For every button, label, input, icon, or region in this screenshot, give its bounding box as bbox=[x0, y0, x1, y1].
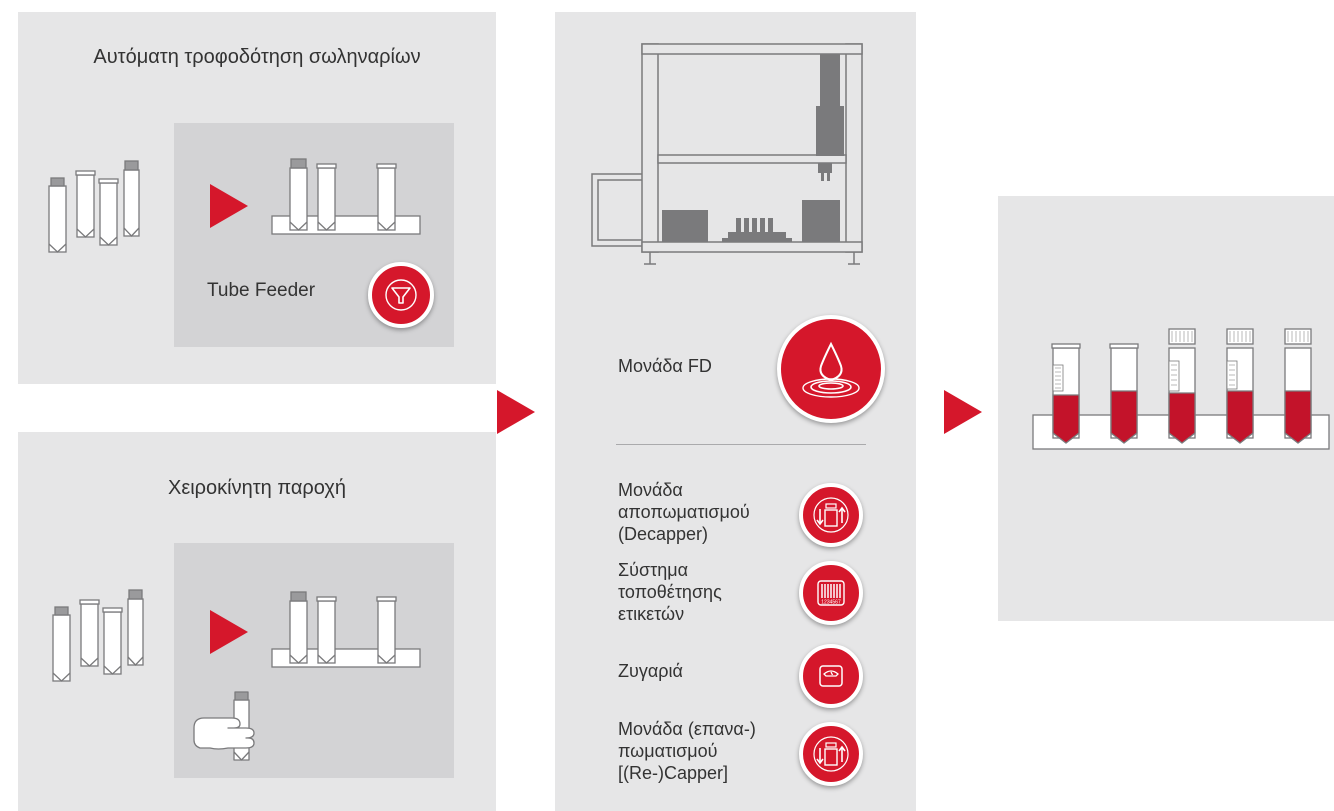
decapper-label-line1: Μονάδα bbox=[618, 480, 683, 500]
decapper-badge bbox=[799, 483, 863, 547]
recapper-label-line2: πωματισμού bbox=[618, 741, 718, 761]
barcode-digits: 1234567 bbox=[821, 600, 841, 606]
feed-arrow-manual bbox=[210, 610, 248, 654]
recapper-badge bbox=[799, 722, 863, 786]
decapper-label-line3: (Decapper) bbox=[618, 524, 709, 544]
flow-arrow-1 bbox=[497, 390, 535, 434]
decapper-label-line2: αποπωματισμού bbox=[618, 502, 750, 522]
funnel-icon bbox=[385, 279, 417, 311]
manual-feed-title: Χειροκίνητη παροχή bbox=[167, 477, 346, 499]
labeler-badge: 1234567 bbox=[799, 561, 863, 625]
tube-feeder-label: Tube Feeder bbox=[207, 280, 316, 301]
automation-system-machine bbox=[591, 43, 863, 265]
labeler-label: Σύστημα τοποθέτησης ετικετών bbox=[618, 559, 722, 625]
auto-feed-title: Αυτόματη τροφοδότηση σωληναρίων bbox=[93, 46, 421, 68]
recapper-label-line3: [(Re-)Capper] bbox=[618, 763, 729, 783]
processing-divider bbox=[616, 444, 866, 445]
droplet-icon bbox=[802, 341, 860, 398]
labeler-label-line2: τοποθέτησης bbox=[618, 582, 722, 602]
scale-icon bbox=[819, 665, 843, 687]
flow-arrow-2 bbox=[944, 390, 982, 434]
loose-tubes-auto bbox=[48, 160, 140, 253]
tube-feeder-badge bbox=[368, 262, 434, 328]
decapper-label: Μονάδα αποπωματισμού (Decapper) bbox=[618, 479, 750, 545]
decapper-icon bbox=[813, 497, 849, 533]
labeler-label-line1: Σύστημα bbox=[618, 560, 688, 580]
processed-tube-rack bbox=[1032, 328, 1330, 450]
barcode-icon: 1234567 bbox=[817, 580, 845, 606]
labeler-label-line3: ετικετών bbox=[618, 604, 685, 624]
balance-label: Ζυγαριά bbox=[618, 661, 683, 681]
tube-rack-manual bbox=[271, 591, 421, 668]
fd-unit-badge bbox=[777, 315, 885, 423]
balance-badge bbox=[799, 644, 863, 708]
hand-holding-tube-icon bbox=[193, 691, 255, 761]
feed-arrow-auto bbox=[210, 184, 248, 228]
recapper-label-line1: Μονάδα (επανα-) bbox=[618, 719, 756, 739]
recapper-icon bbox=[813, 736, 849, 772]
recapper-label: Μονάδα (επανα-) πωματισμού [(Re-)Capper] bbox=[618, 718, 756, 784]
loose-tubes-manual bbox=[52, 589, 144, 682]
tube-rack-auto bbox=[271, 158, 421, 235]
fd-unit-label: Μονάδα FD bbox=[618, 356, 712, 376]
